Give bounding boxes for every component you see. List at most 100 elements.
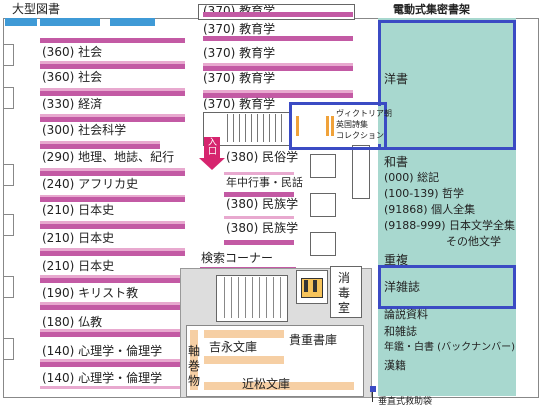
mid-shelf-bar	[203, 63, 353, 66]
left-shelf-bar	[40, 329, 185, 332]
left-shelf-label: (210) 日本史	[42, 259, 115, 273]
wall-nub	[3, 164, 14, 186]
folk-shelf-bar	[224, 192, 294, 197]
left-shelf-label: (360) 社会	[42, 70, 103, 84]
left-shelf-bar	[40, 359, 185, 362]
wall-nub	[3, 87, 14, 109]
wall-nub	[3, 276, 14, 298]
left-shelf-label: (290) 地理、地誌、紀行	[42, 150, 175, 164]
wall-nub	[3, 338, 14, 360]
table-box	[310, 232, 336, 256]
left-shelf-bar	[40, 302, 185, 305]
left-shelf-label: (140) 心理学・倫理学	[42, 344, 163, 358]
chikamatsu-label: 近松文庫	[242, 377, 291, 391]
jp-bottom: 年鑑・白書 (バックナンバー)	[384, 342, 515, 353]
large-books-strip	[40, 18, 100, 26]
scrolls-label: 軸	[188, 344, 201, 358]
wall-nub	[3, 214, 14, 236]
folk-shelf-bar	[224, 172, 294, 175]
mid-shelf-label: (370) 教育学	[203, 46, 276, 60]
electric-stacks-area	[378, 18, 516, 396]
victorian-frame[interactable]	[289, 102, 387, 150]
evac-marker	[370, 386, 376, 392]
left-shelf-bar	[40, 61, 185, 64]
left-shelf-bar	[40, 171, 185, 176]
stairs-steps	[222, 114, 286, 142]
left-shelf-bar	[40, 38, 185, 43]
mid-shelf-label: (370) 教育学	[203, 97, 276, 111]
duplicates-label: 重複	[384, 253, 409, 267]
mid-shelf-label: (370) 教育学	[203, 71, 276, 85]
left-shelf-bar	[40, 386, 185, 389]
western-books-frame[interactable]	[378, 20, 516, 150]
mid-shelf-bar	[203, 12, 353, 17]
pillar-box	[352, 145, 370, 199]
left-shelf-bar	[40, 168, 185, 171]
person-icon	[313, 280, 317, 292]
wall-nub	[3, 44, 14, 66]
person-icon	[304, 280, 308, 292]
left-shelf-bar	[40, 114, 185, 117]
folk-shelf-bar	[224, 240, 294, 245]
victorian-label: 英国詩集	[336, 120, 368, 129]
rare-books-label: 貴重書庫	[289, 333, 338, 347]
left-shelf-bar	[40, 362, 185, 367]
folk-shelf-bar	[224, 216, 294, 219]
folk-shelf-label: (380) 民族学	[226, 221, 299, 235]
stairwell-steps	[218, 277, 284, 318]
evac-leader	[372, 392, 373, 402]
jp-category: (100-139) 哲学	[384, 187, 465, 200]
large-books-strip	[5, 18, 37, 26]
left-shelf-label: (300) 社会科学	[42, 123, 127, 137]
entrance-arrow-head	[199, 158, 225, 170]
left-shelf-bar	[40, 88, 185, 91]
jp-category: (91868) 個人全集	[384, 203, 476, 216]
mid-shelf-bar	[203, 90, 353, 93]
large-books-strip	[110, 18, 155, 26]
jp-bottom: 論説資料	[384, 308, 428, 321]
japanese-books-label: 和書	[384, 155, 409, 169]
folk-shelf-label: (380) 民俗学	[226, 150, 299, 164]
left-shelf-bar	[40, 224, 185, 229]
western-magazines-frame[interactable]	[378, 265, 516, 309]
left-shelf-label: (190) キリスト教	[42, 286, 139, 300]
jp-bottom: 漢籍	[384, 359, 406, 372]
left-shelf-label: (210) 日本史	[42, 231, 115, 245]
mid-shelf-bar	[203, 36, 353, 41]
left-shelf-label: (330) 経済	[42, 97, 103, 111]
left-shelf-label: (210) 日本史	[42, 203, 115, 217]
left-shelf-bar	[40, 141, 160, 144]
fire-room-label: 毒	[338, 286, 351, 300]
large-books-label: 大型図書	[12, 2, 61, 16]
orange-shelf	[190, 330, 198, 390]
entrance-arrow[interactable]	[204, 137, 220, 159]
search-corner-label: 検索コーナー	[201, 251, 274, 265]
left-shelf-bar	[40, 278, 185, 283]
left-shelf-bar	[40, 91, 185, 96]
folk-shelf-label: 年中行事・民話	[226, 176, 303, 189]
scrolls-label: 物	[188, 374, 201, 388]
left-shelf-bar	[40, 221, 185, 224]
electric-stacks-label: 電動式集密書架	[393, 3, 470, 16]
western-magazines-label: 洋雑誌	[384, 280, 421, 294]
folk-shelf-label: (380) 民族学	[226, 197, 299, 211]
table-box	[310, 154, 336, 178]
disinfection-room	[330, 266, 362, 318]
orange-shelf	[204, 382, 354, 390]
scrolls-label: 巻	[188, 359, 201, 373]
yoshinaga-label: 吉永文庫	[209, 340, 258, 354]
victorian-marker	[331, 116, 334, 136]
left-shelf-bar	[40, 195, 185, 198]
victorian-marker	[326, 116, 329, 136]
victorian-label: ヴィクトリア朝	[336, 109, 392, 118]
fire-room-label: 消	[338, 271, 351, 285]
jp-bottom: 和雑誌	[384, 325, 417, 338]
table-box	[310, 193, 336, 217]
left-shelf-bar	[40, 275, 185, 278]
left-shelf-label: (140) 心理学・倫理学	[42, 371, 163, 385]
left-shelf-label: (360) 社会	[42, 45, 103, 59]
jp-category: (9188-999) 日本文学全集	[384, 219, 516, 232]
left-shelf-bar	[40, 248, 185, 251]
mid-shelf-bar	[203, 93, 353, 98]
mid-shelf-bar	[203, 66, 353, 71]
